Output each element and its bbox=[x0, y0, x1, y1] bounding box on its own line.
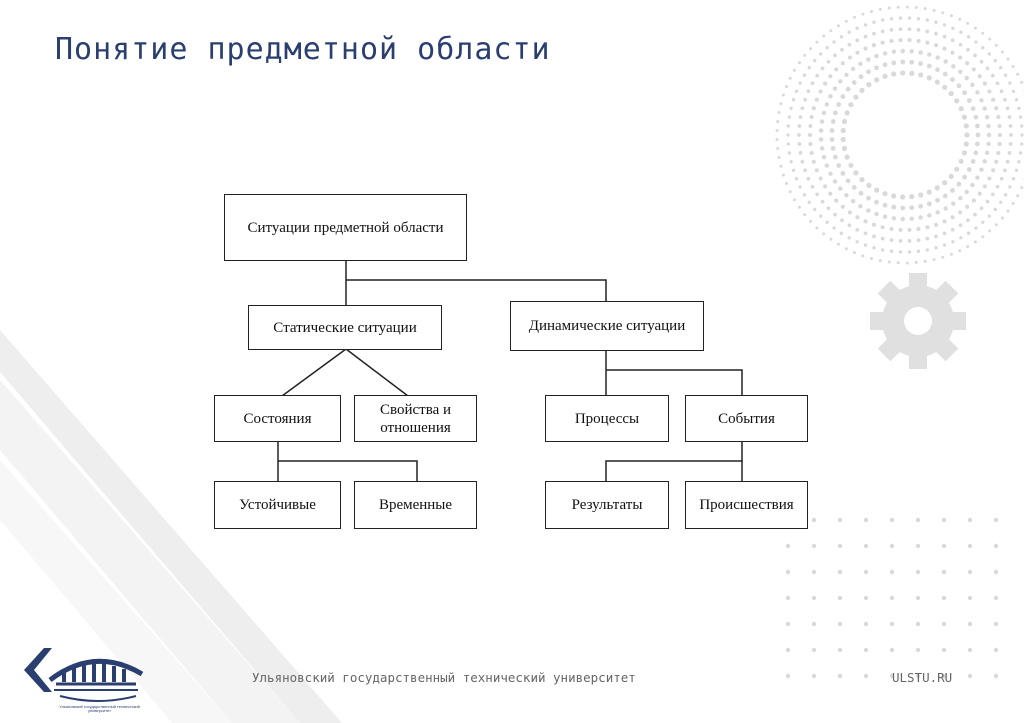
connector-static-states bbox=[281, 348, 347, 397]
node-processes: Процессы bbox=[545, 395, 669, 442]
node-states: Состояния bbox=[214, 395, 341, 442]
node-root: Ситуации предметной области bbox=[224, 194, 467, 261]
university-logo bbox=[24, 648, 144, 702]
node-incidents: Происшествия bbox=[685, 481, 808, 529]
sunburst-decor bbox=[775, 5, 1024, 265]
node-static-situations: Статические ситуации bbox=[248, 305, 442, 350]
node-dynamic-situations: Динамические ситуации bbox=[510, 301, 704, 351]
footer-site: ULSTU.RU bbox=[892, 670, 953, 685]
node-properties: Свойства и отношения bbox=[354, 395, 477, 442]
node-events: События bbox=[685, 395, 808, 442]
stripe-decor bbox=[0, 330, 342, 723]
logo-caption: Ульяновский государственный технический … bbox=[59, 704, 140, 713]
footer-university: Ульяновский государственный технический … bbox=[252, 670, 636, 685]
connector-static-properties bbox=[345, 348, 409, 397]
connector-dynamic-events bbox=[606, 369, 743, 396]
node-temporary: Временные bbox=[354, 481, 477, 529]
page-title: Понятие предметной области bbox=[55, 32, 551, 67]
connector-events-results bbox=[605, 442, 743, 482]
node-stable: Устойчивые bbox=[214, 481, 341, 529]
connector-root-dynamic bbox=[346, 279, 607, 302]
stripe-decor bbox=[0, 460, 232, 723]
connector-states-temporary bbox=[278, 460, 418, 482]
node-results: Результаты bbox=[545, 481, 669, 529]
stripe-decor bbox=[0, 380, 300, 723]
gear-icon bbox=[870, 273, 966, 369]
